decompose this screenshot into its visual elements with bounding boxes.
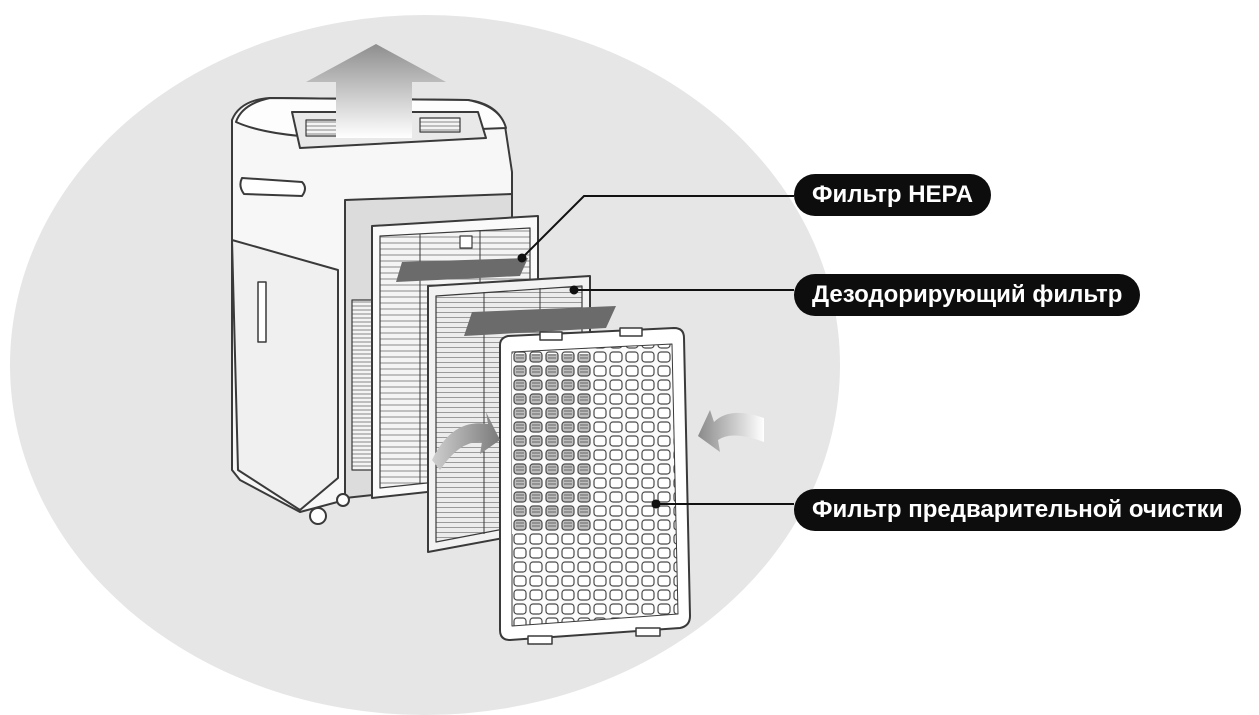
callout-leaders [517,195,794,509]
airflow-intake-arrow-icon [698,410,764,452]
deodorizing-filter-label: Дезодорирующий фильтр [794,274,1141,316]
airflow-curve-arrow-icon [432,412,500,470]
hepa-filter-label: Фильтр HEPA [794,174,992,216]
pre-filter [499,327,691,645]
air-outlet-arrow-icon [306,44,446,138]
pre-filter-label: Фильтр предварительной очистки [794,489,1242,531]
